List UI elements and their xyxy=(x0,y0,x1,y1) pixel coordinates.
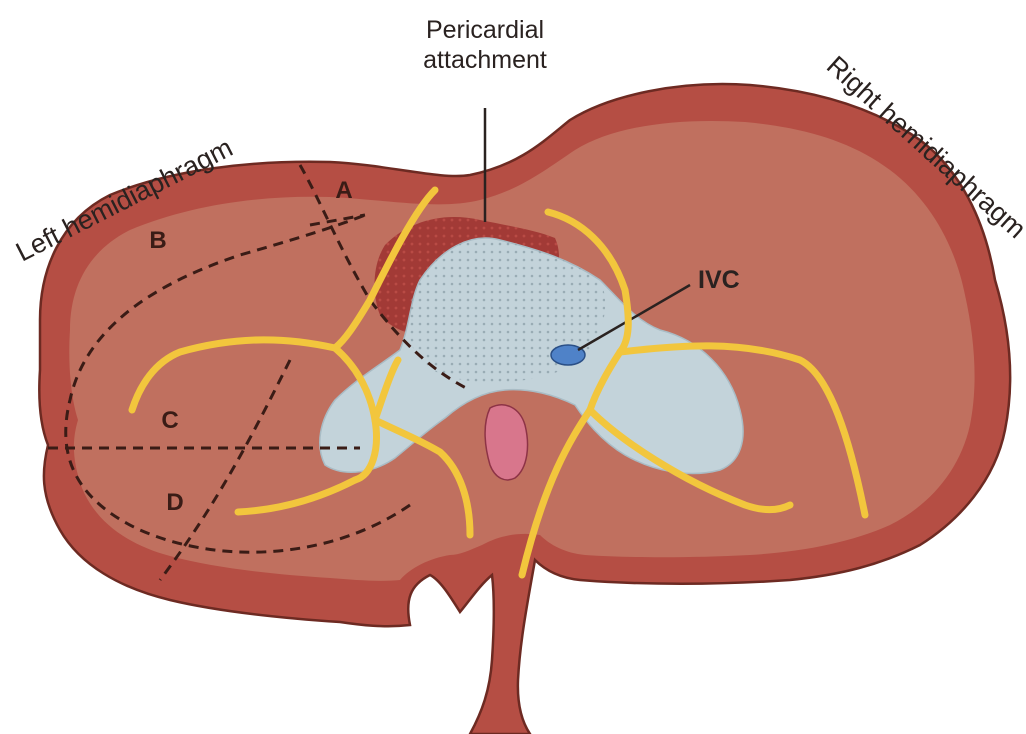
region-c-label: C xyxy=(161,407,178,434)
region-a-label: A xyxy=(335,177,352,204)
region-b-label: B xyxy=(149,227,166,254)
pericardial-label-line1: Pericardial xyxy=(426,16,544,44)
pericardial-label-line2: attachment xyxy=(423,46,547,74)
region-d-label: D xyxy=(166,489,183,516)
esophagus xyxy=(485,405,527,480)
ivc-label: IVC xyxy=(698,266,740,294)
